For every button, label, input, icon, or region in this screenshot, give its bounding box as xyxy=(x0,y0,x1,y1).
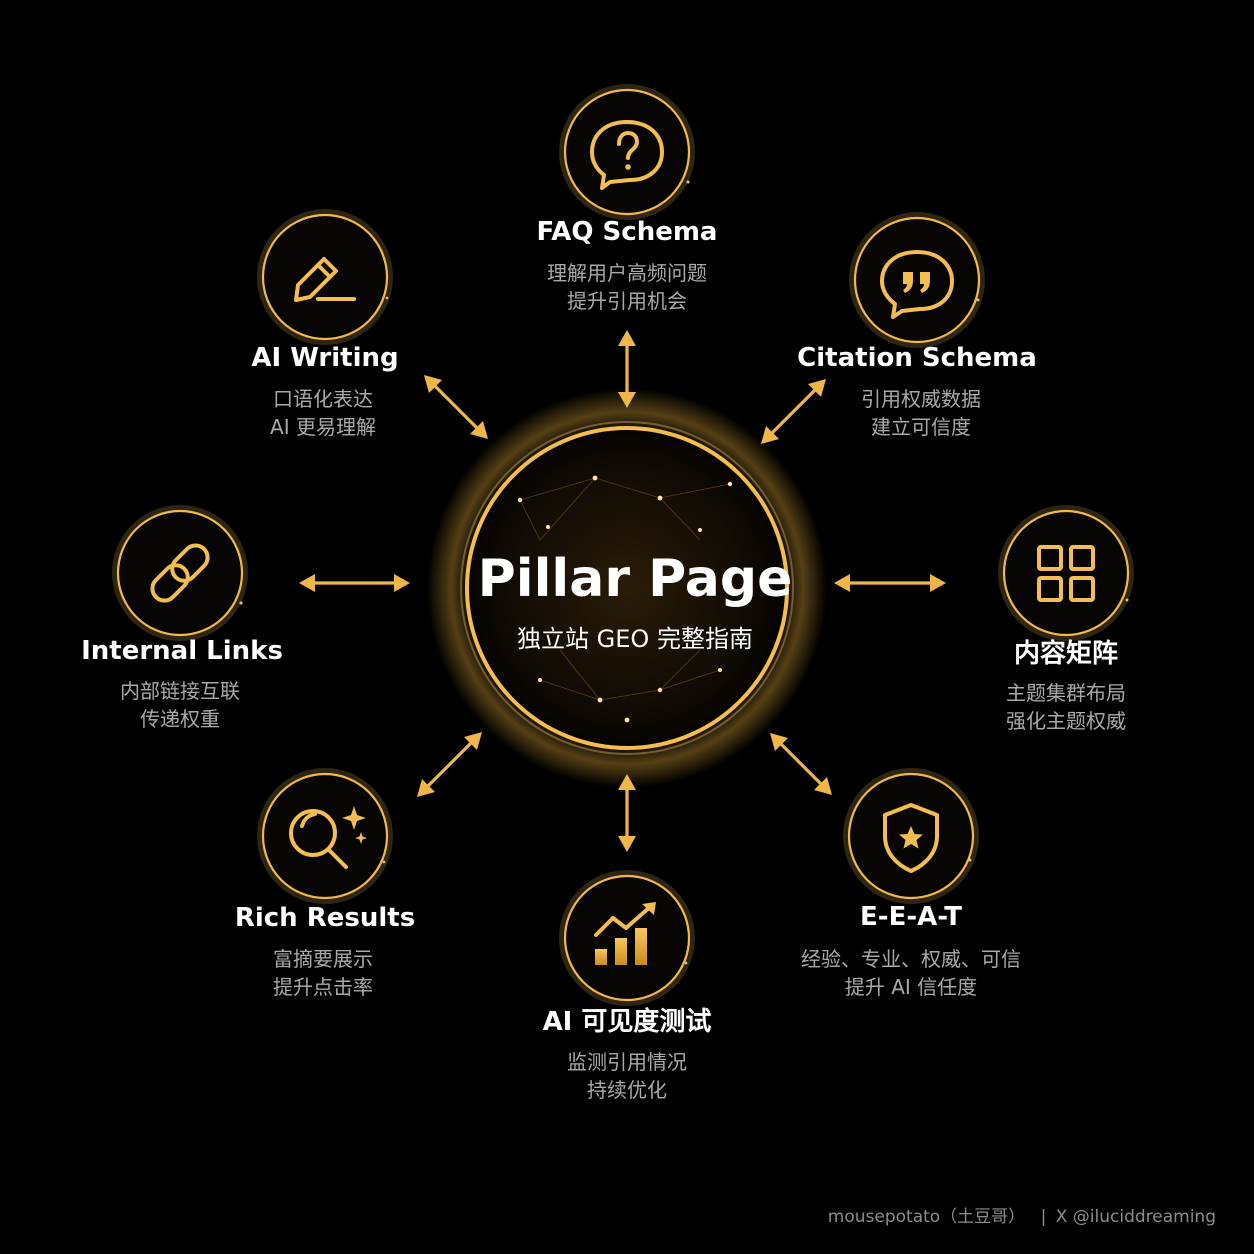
node-desc-line: 持续优化 xyxy=(587,1078,667,1102)
arrow-rich xyxy=(417,732,482,797)
arrow-matrix xyxy=(834,574,946,592)
node-title: Internal Links xyxy=(81,636,283,666)
node-title: E-E-A-T xyxy=(860,902,962,932)
node-desc-line: 引用权威数据 xyxy=(861,387,981,411)
node-internal-links: Internal Links 内部链接互联 传递权重 xyxy=(81,505,283,731)
pillar-page-hub: Pillar Page 独立站 GEO 完整指南 xyxy=(427,388,827,788)
quote-bubble-icon xyxy=(880,250,954,319)
node-desc-line: 监测引用情况 xyxy=(567,1050,687,1074)
arrow-citation xyxy=(761,379,826,444)
node-title: 内容矩阵 xyxy=(1014,638,1118,669)
arrow-faq xyxy=(618,330,636,408)
node-desc-line: 传递权重 xyxy=(140,707,220,731)
node-desc-line: 提升点击率 xyxy=(273,975,373,999)
arrow-writing xyxy=(424,375,488,439)
trend-chart-icon xyxy=(594,902,656,965)
node-ai-visibility: AI 可见度测试 监测引用情况 持续优化 xyxy=(543,870,712,1102)
node-rich-results: Rich Results 富摘要展示 提升点击率 xyxy=(235,768,415,999)
node-ai-writing: AI Writing 口语化表达 AI 更易理解 xyxy=(251,209,399,439)
node-title: AI Writing xyxy=(251,343,398,373)
node-title: Citation Schema xyxy=(797,343,1037,373)
arrow-eeat xyxy=(770,733,832,795)
node-desc-line: 口语化表达 xyxy=(273,387,373,411)
question-bubble-icon xyxy=(590,120,664,190)
credit-author: mousepotato（土豆哥） xyxy=(827,1207,1026,1227)
node-faq-schema: FAQ Schema 理解用户高频问题 提升引用机会 xyxy=(537,84,718,313)
chain-link-icon xyxy=(150,543,210,603)
arrow-links xyxy=(299,574,410,592)
credit-separator: | xyxy=(1040,1207,1047,1227)
node-eeat: E-E-A-T 经验、专业、权威、可信 提升 AI 信任度 xyxy=(801,768,1021,999)
network-dots xyxy=(517,475,733,723)
node-desc-line: 经验、专业、权威、可信 xyxy=(801,947,1021,971)
connector-arrows xyxy=(299,330,946,852)
pencil-icon xyxy=(294,257,356,302)
credit-footer: mousepotato（土豆哥） | X @iluciddreaming xyxy=(828,1202,1216,1227)
magnifier-sparkle-icon xyxy=(289,806,367,869)
node-title: Rich Results xyxy=(235,903,415,933)
grid-icon xyxy=(1037,545,1095,602)
sparkles xyxy=(239,180,1129,965)
center-title: Pillar Page xyxy=(478,549,793,609)
node-desc-line: 主题集群布局 xyxy=(1006,681,1126,705)
node-desc-line: 提升 AI 信任度 xyxy=(845,975,977,999)
node-desc-line: 内部链接互联 xyxy=(120,679,240,703)
node-citation-schema: Citation Schema 引用权威数据 建立可信度 xyxy=(797,212,1037,439)
node-desc-line: AI 更易理解 xyxy=(270,415,376,439)
center-subtitle: 独立站 GEO 完整指南 xyxy=(517,625,753,653)
node-title: FAQ Schema xyxy=(537,217,718,247)
network-pattern xyxy=(519,477,731,701)
credit-handle: X @iluciddreaming xyxy=(1055,1207,1216,1227)
node-content-matrix: 内容矩阵 主题集群布局 强化主题权威 xyxy=(998,505,1134,733)
node-title: AI 可见度测试 xyxy=(543,1006,712,1037)
shield-star-icon xyxy=(883,803,939,873)
node-desc-line: 富摘要展示 xyxy=(273,947,373,971)
node-desc-line: 提升引用机会 xyxy=(567,289,687,313)
node-desc-line: 建立可信度 xyxy=(871,415,971,439)
arrow-visibility xyxy=(618,774,636,852)
node-desc-line: 理解用户高频问题 xyxy=(547,261,707,285)
node-desc-line: 强化主题权威 xyxy=(1006,709,1126,733)
